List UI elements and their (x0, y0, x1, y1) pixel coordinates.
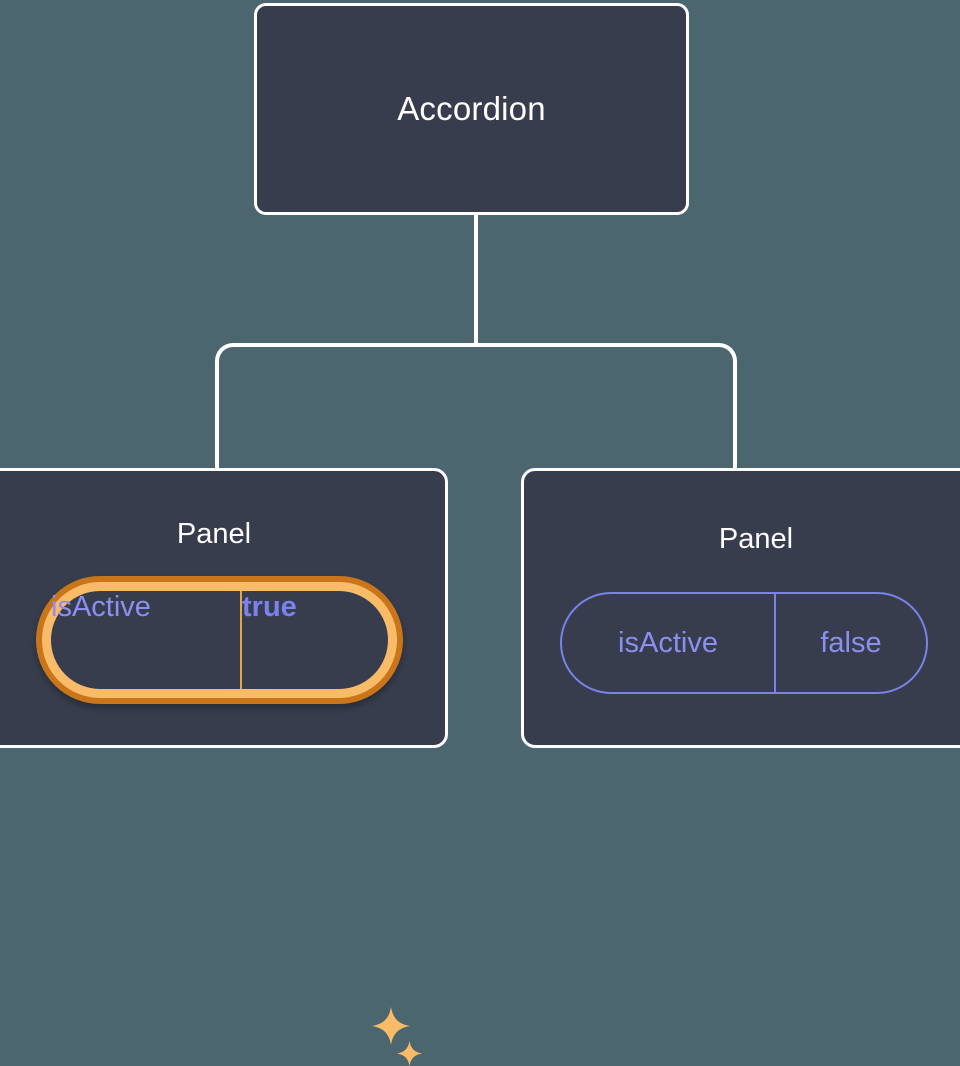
sparkle-large-icon (372, 1007, 410, 1045)
node-panel-left-body: Panel isActive true (0, 471, 445, 1066)
node-accordion-title: Accordion (397, 90, 546, 127)
node-panel-right-title: Panel (718, 523, 794, 555)
node-panel-left[interactable]: Panel isActive true (0, 468, 448, 1066)
connector-bracket (215, 343, 737, 468)
highlight-ring-inner: isActive true (42, 582, 397, 698)
prop-key-isactive-right: isActive (562, 594, 776, 692)
node-accordion[interactable]: Accordion (254, 3, 689, 215)
diagram-canvas: Accordion Panel isActive true Panel (0, 3, 960, 1066)
connector-stem-root (474, 214, 478, 344)
node-panel-right-body: Panel isActive false (524, 471, 960, 745)
prop-pill-active-plain[interactable]: isActive false (560, 592, 928, 694)
prop-value-isactive-left: true (242, 591, 297, 623)
highlight-ring-outer (36, 576, 403, 704)
sparkle-small-icon (397, 1041, 422, 1066)
node-panel-left-title: Panel (176, 518, 252, 550)
prop-key-isactive-left: isActive (51, 591, 242, 689)
prop-pill-active-highlight[interactable]: isActive true (36, 576, 403, 704)
node-panel-right[interactable]: Panel isActive false (521, 468, 960, 748)
prop-value-isactive-right: false (820, 626, 882, 659)
